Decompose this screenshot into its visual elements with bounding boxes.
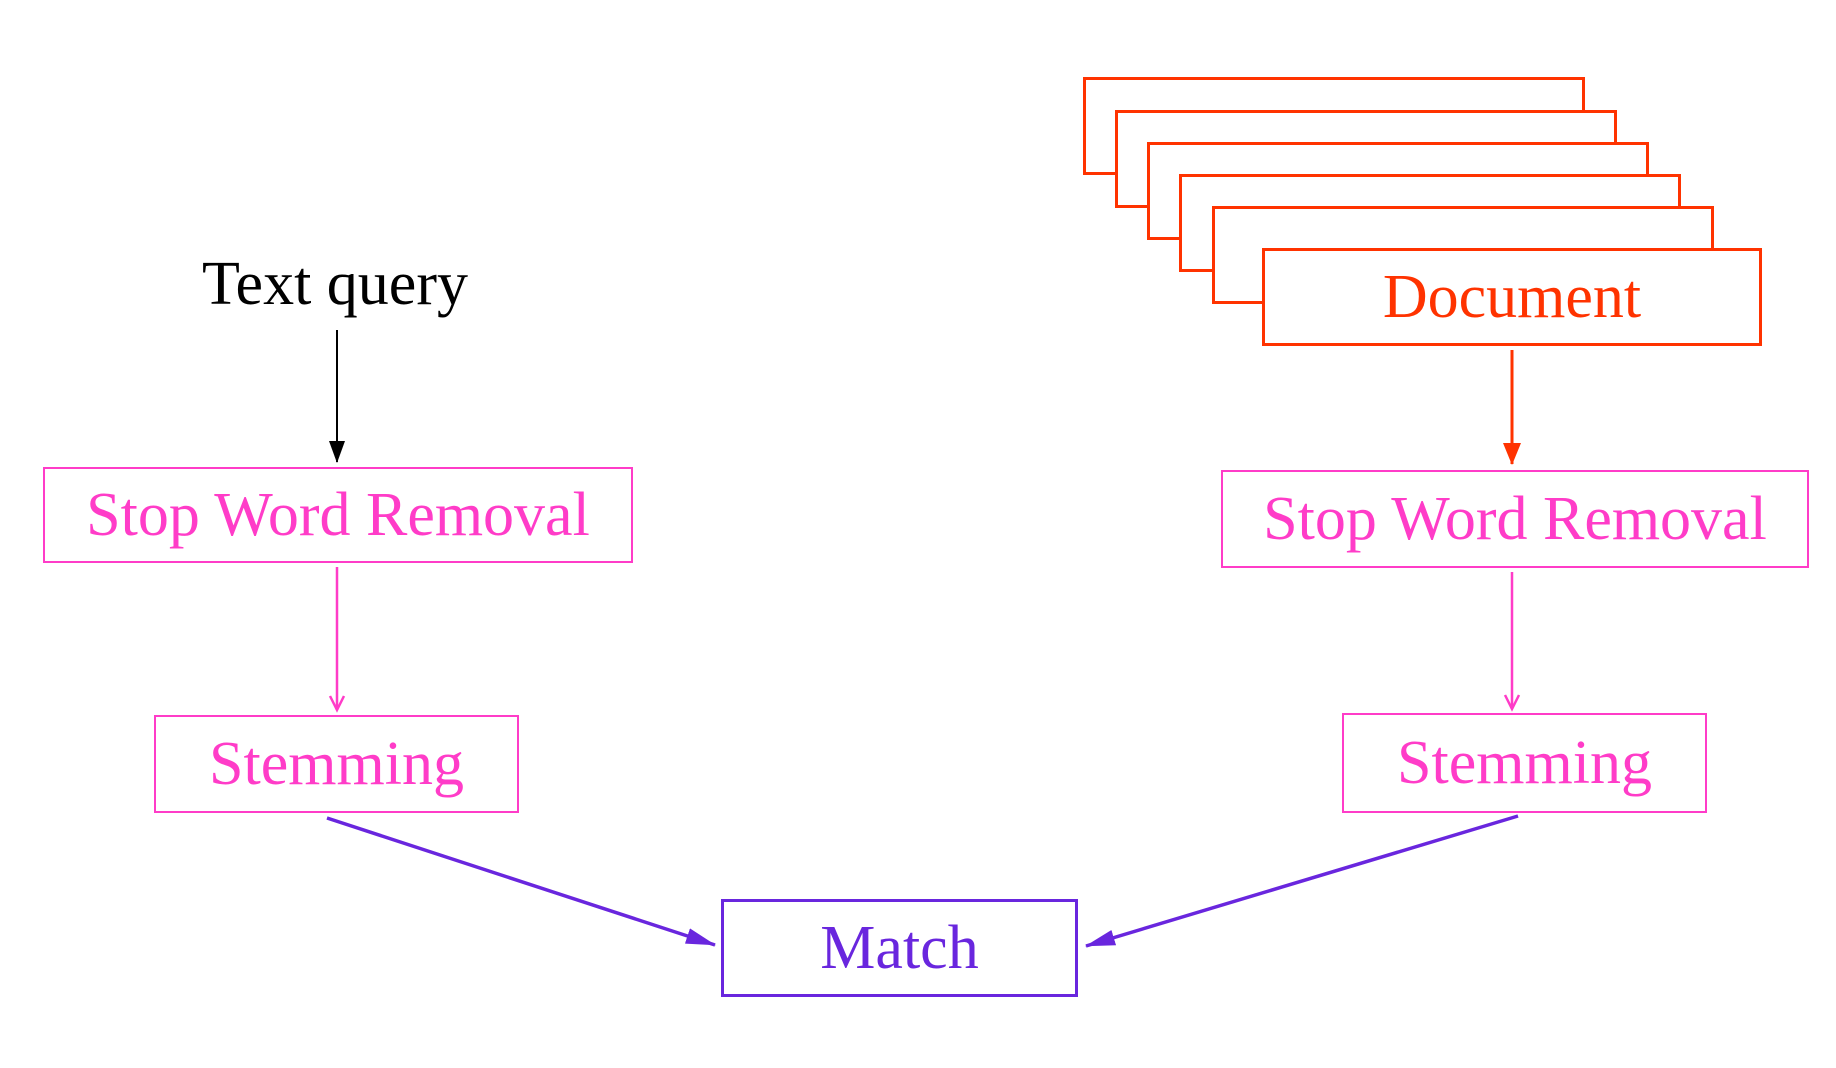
document-stemming-label: Stemming bbox=[1397, 729, 1652, 797]
match-node: Match bbox=[721, 899, 1078, 997]
query-stemming-to-match-arrow bbox=[326, 816, 716, 947]
document-stemming-node: Stemming bbox=[1342, 713, 1707, 813]
doc-stemming-to-match-arrow bbox=[1085, 814, 1519, 948]
query-stop-word-removal-node: Stop Word Removal bbox=[43, 467, 633, 563]
document-node: Document bbox=[1262, 248, 1762, 346]
text-query-label: Text query bbox=[202, 250, 468, 318]
query-stop-word-removal-label: Stop Word Removal bbox=[86, 481, 590, 549]
document-stop-word-removal-node: Stop Word Removal bbox=[1221, 470, 1809, 568]
document-stop-word-removal-label: Stop Word Removal bbox=[1263, 485, 1767, 553]
match-label: Match bbox=[820, 914, 979, 982]
query-stemming-node: Stemming bbox=[154, 715, 519, 813]
document-label: Document bbox=[1382, 263, 1642, 331]
query-stemming-label: Stemming bbox=[209, 730, 464, 798]
